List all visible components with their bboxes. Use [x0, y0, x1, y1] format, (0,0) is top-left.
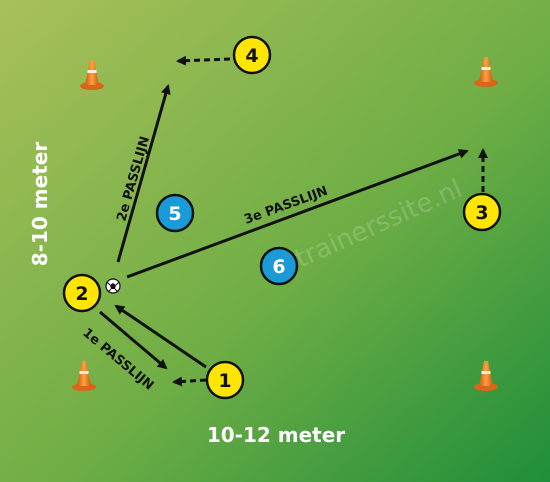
player-5: 5: [155, 193, 195, 233]
player-6-label: 6: [272, 256, 285, 278]
player-1-label: 1: [218, 370, 231, 392]
height-label: 8-10 meter: [28, 142, 52, 267]
ball-icon: [105, 278, 121, 294]
player-4-marker: [232, 35, 272, 75]
player-6: 6: [259, 246, 299, 286]
run-arrow-1: [172, 376, 207, 387]
run-arrow-2-down: [99, 310, 168, 370]
player-2: 2: [62, 273, 102, 313]
run-arrow-4: [176, 55, 231, 66]
player-1: 1: [205, 360, 245, 400]
player-3: 3: [462, 192, 502, 232]
pass-arrow-2-to-3: [126, 149, 469, 279]
player-3-label: 3: [475, 202, 488, 224]
player-4-label: 4: [245, 45, 258, 67]
player-3-marker: [462, 192, 502, 232]
pass-arrow-1-to-2: [114, 304, 207, 369]
pass-arrow-2-to-4: [116, 84, 171, 263]
width-label: 10-12 meter: [207, 423, 345, 447]
player-4: 4: [232, 35, 272, 75]
player-6-marker: [259, 246, 299, 286]
player-2-label: 2: [75, 283, 88, 305]
player-5-marker: [155, 193, 195, 233]
player-5-label: 5: [168, 203, 181, 225]
player-1-marker: [205, 360, 245, 400]
player-2-marker: [62, 273, 102, 313]
